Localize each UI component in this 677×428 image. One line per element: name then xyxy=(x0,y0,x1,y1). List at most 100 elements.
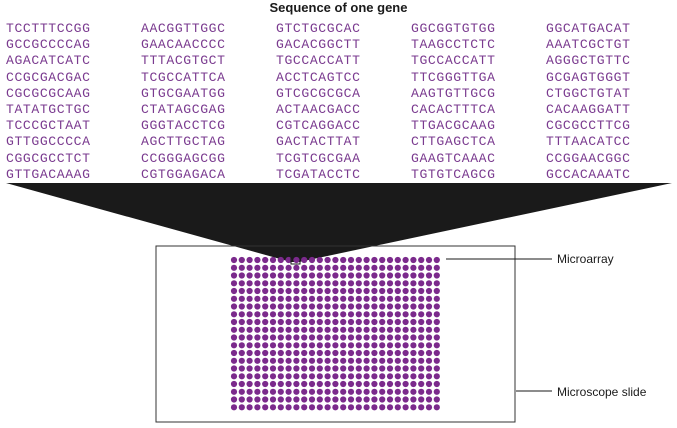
microarray-spot xyxy=(269,303,277,310)
microarray-spot xyxy=(277,318,284,326)
microarray-spot xyxy=(425,303,433,310)
microarray-spot xyxy=(254,388,261,395)
microarray-spot xyxy=(254,380,261,388)
microarray-spot xyxy=(418,326,425,333)
microarray-spot xyxy=(379,272,386,279)
microarray-spot xyxy=(425,256,433,264)
microarray-spot xyxy=(379,365,386,372)
microarray-spot xyxy=(433,342,440,349)
microarray-spot xyxy=(363,380,370,388)
sequence-block: CGTCAGGACC xyxy=(276,118,361,134)
microarray-spot xyxy=(238,311,245,318)
microarray-spot xyxy=(230,280,238,287)
microarray-spot xyxy=(301,357,308,364)
microarray-spot xyxy=(316,349,323,357)
sequence-block: TTCGGGTTGA xyxy=(411,69,496,85)
microarray-spot xyxy=(425,326,433,333)
microarray-spot xyxy=(355,287,362,295)
microarray-spot xyxy=(301,404,308,411)
microarray-spot xyxy=(355,256,362,264)
microarray-spot xyxy=(285,365,292,372)
sequence-block: TGCCACCATT xyxy=(276,53,361,69)
microarray-spot xyxy=(410,256,417,264)
microarray-spot xyxy=(277,388,284,395)
microarray-spot xyxy=(308,349,316,357)
microarray-spot xyxy=(316,365,323,372)
microarray-spot xyxy=(363,256,370,264)
microarray-spot xyxy=(308,311,316,318)
microarray-spot xyxy=(269,388,277,395)
microarray-spot xyxy=(418,264,425,271)
microarray-spot xyxy=(418,349,425,357)
sequence-block: CACACTTTCA xyxy=(411,101,496,117)
microarray-spot xyxy=(316,318,323,326)
microarray-spot xyxy=(410,342,417,349)
sequence-block: GCCGCCCCAG xyxy=(6,37,91,53)
microarray-spot xyxy=(324,365,331,372)
microarray-spot xyxy=(269,295,277,302)
microarray-spot xyxy=(324,357,331,364)
microarray-spot xyxy=(386,349,394,357)
microarray-spot xyxy=(418,256,425,264)
microarray-spot xyxy=(386,365,394,372)
microarray-spot xyxy=(347,342,355,349)
microarray-spot xyxy=(371,349,378,357)
microarray-spot xyxy=(269,365,277,372)
microarray-spot xyxy=(410,264,417,271)
microarray-spot xyxy=(254,264,261,271)
microarray-spot xyxy=(410,388,417,395)
microarray-spot xyxy=(425,388,433,395)
microarray-spot xyxy=(316,334,323,341)
sequence-block: GCGAGTGGGT xyxy=(546,69,631,85)
sequence-block: CACAAGGATT xyxy=(546,101,631,117)
microarray-spot xyxy=(347,373,355,380)
sequence-block: GTTGGCCCCA xyxy=(6,134,91,150)
sequence-block: AGACATCATC xyxy=(6,53,91,69)
microarray-spot xyxy=(230,342,238,349)
microarray-spot xyxy=(394,404,401,411)
microarray-spot xyxy=(293,334,300,341)
microarray-spot xyxy=(316,311,323,318)
microarray-spot xyxy=(293,357,300,364)
microarray-spot xyxy=(277,280,284,287)
microarray-spot xyxy=(285,326,292,333)
microarray-spot xyxy=(379,264,386,271)
microarray-spot xyxy=(425,334,433,341)
microarray-spot xyxy=(262,349,269,357)
microarray-spot xyxy=(371,373,378,380)
microarray-spot xyxy=(262,287,269,295)
sequence-block: TCGCCATTCA xyxy=(141,69,226,85)
microarray-spot xyxy=(425,264,433,271)
microarray-spot xyxy=(308,326,316,333)
microarray-spot xyxy=(324,326,331,333)
microarray-spot xyxy=(347,380,355,388)
microarray-spot xyxy=(230,311,238,318)
microarray-spot xyxy=(316,295,323,302)
microarray-spot xyxy=(418,287,425,295)
microarray-spot xyxy=(371,318,378,326)
microarray-spot xyxy=(340,396,347,403)
microarray-spot xyxy=(347,303,355,310)
microarray-spot xyxy=(332,373,339,380)
microarray-spot xyxy=(410,357,417,364)
microarray-spot xyxy=(379,373,386,380)
microarray-spot xyxy=(285,256,292,264)
microarray-spot xyxy=(308,287,316,295)
microarray-spot xyxy=(379,357,386,364)
microarray-spot xyxy=(285,380,292,388)
microarray-spot xyxy=(316,380,323,388)
microarray-spot xyxy=(293,318,300,326)
microarray-spot xyxy=(394,264,401,271)
microarray-spot xyxy=(277,373,284,380)
microarray-spot xyxy=(262,334,269,341)
microarray-spot xyxy=(363,342,370,349)
microarray-spot xyxy=(425,404,433,411)
microarray-spot xyxy=(316,303,323,310)
microarray-spot xyxy=(410,396,417,403)
microarray-spot xyxy=(316,396,323,403)
microarray-spot xyxy=(269,272,277,279)
microarray-spot xyxy=(386,342,394,349)
microarray-spot xyxy=(433,326,440,333)
microarray-spot xyxy=(285,295,292,302)
microarray-spot xyxy=(379,388,386,395)
